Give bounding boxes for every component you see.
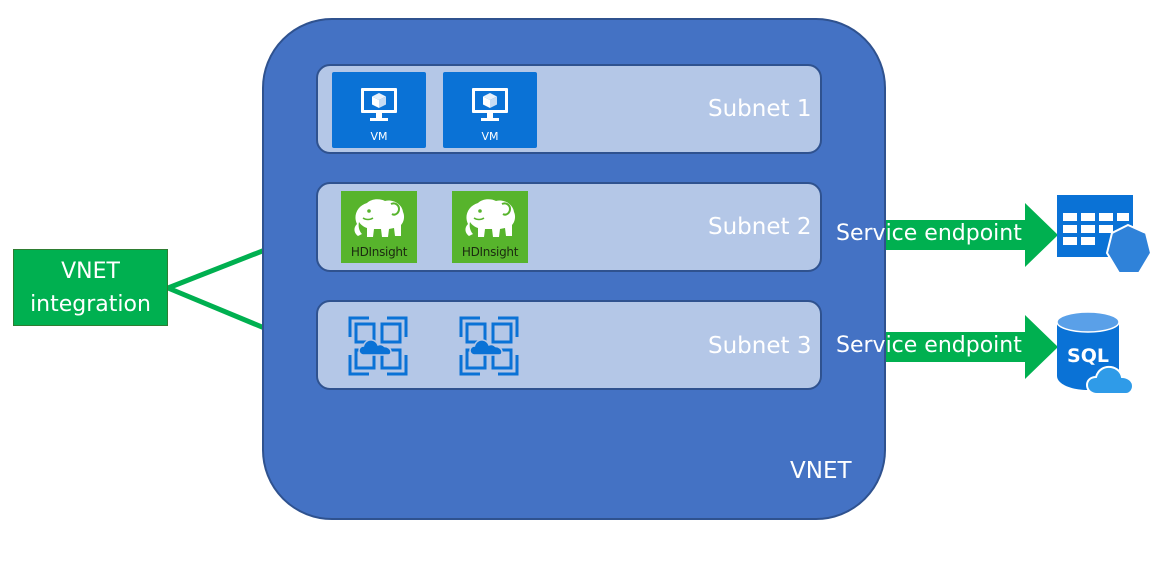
hdinsight-elephant-icon [354, 199, 405, 237]
app-service-icon [459, 316, 519, 376]
hdinsight-label-1: HDInsight [350, 245, 408, 259]
hdinsight-tile-2: HDInsight [452, 191, 528, 263]
endpoint-arrow-2 [822, 315, 1058, 379]
service-endpoint-label-2: Service endpoint [836, 333, 1022, 358]
vm-monitor-icon [472, 88, 508, 121]
vm-label-2: VM [481, 130, 499, 143]
sql-icon-text: SQL [1067, 345, 1109, 367]
service-endpoint-label-1: Service endpoint [836, 221, 1022, 246]
subnet-3-label: Subnet 3 [708, 333, 812, 359]
subnet-1-label: Subnet 1 [708, 96, 812, 122]
app-service-icon [348, 316, 408, 376]
integration-label-line1: VNET [61, 259, 120, 284]
integration-label-line2: integration [30, 292, 151, 317]
vnet-integration-box: VNET integration [13, 249, 168, 326]
subnet-2-label: Subnet 2 [708, 214, 812, 240]
hdinsight-tile-1: HDInsight [341, 191, 417, 263]
vm-tile-2: VM [443, 72, 537, 148]
endpoint-arrow-1 [822, 203, 1058, 267]
table-storage-icon [1057, 195, 1153, 274]
sql-database-icon: SQL [1056, 311, 1135, 395]
vm-monitor-icon [361, 88, 397, 121]
hdinsight-elephant-icon [465, 199, 516, 237]
vm-label-1: VM [370, 130, 388, 143]
vm-tile-1: VM [332, 72, 426, 148]
hdinsight-label-2: HDInsight [461, 245, 519, 259]
vnet-label: VNET [790, 458, 852, 484]
